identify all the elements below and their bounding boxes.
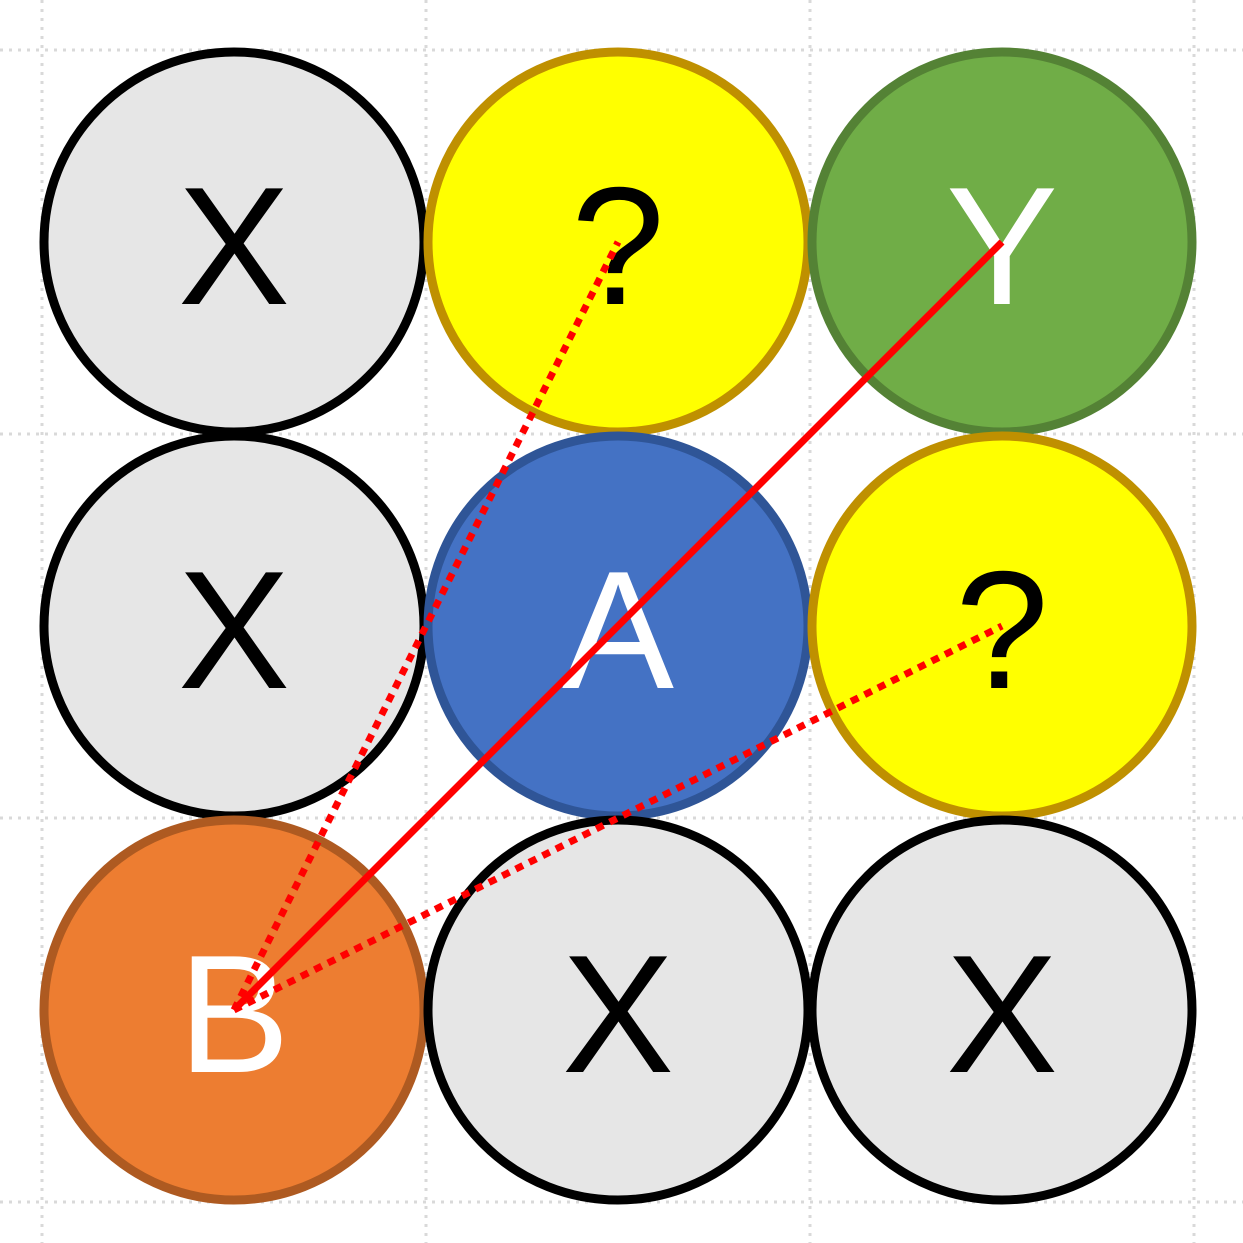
node-label: X	[946, 920, 1058, 1108]
node-label: ?	[955, 536, 1048, 724]
node-label: X	[178, 536, 290, 724]
node-circle	[807, 815, 1197, 1205]
edges	[230, 239, 1005, 1014]
node-label: X	[178, 152, 290, 340]
node-x: X	[807, 815, 1197, 1205]
node-x: X	[39, 431, 429, 821]
node-label: X	[562, 920, 674, 1108]
node-x: X	[39, 47, 429, 437]
node-x: X	[423, 815, 813, 1205]
solid-edge	[231, 239, 1005, 1013]
node-label: B	[178, 920, 290, 1108]
